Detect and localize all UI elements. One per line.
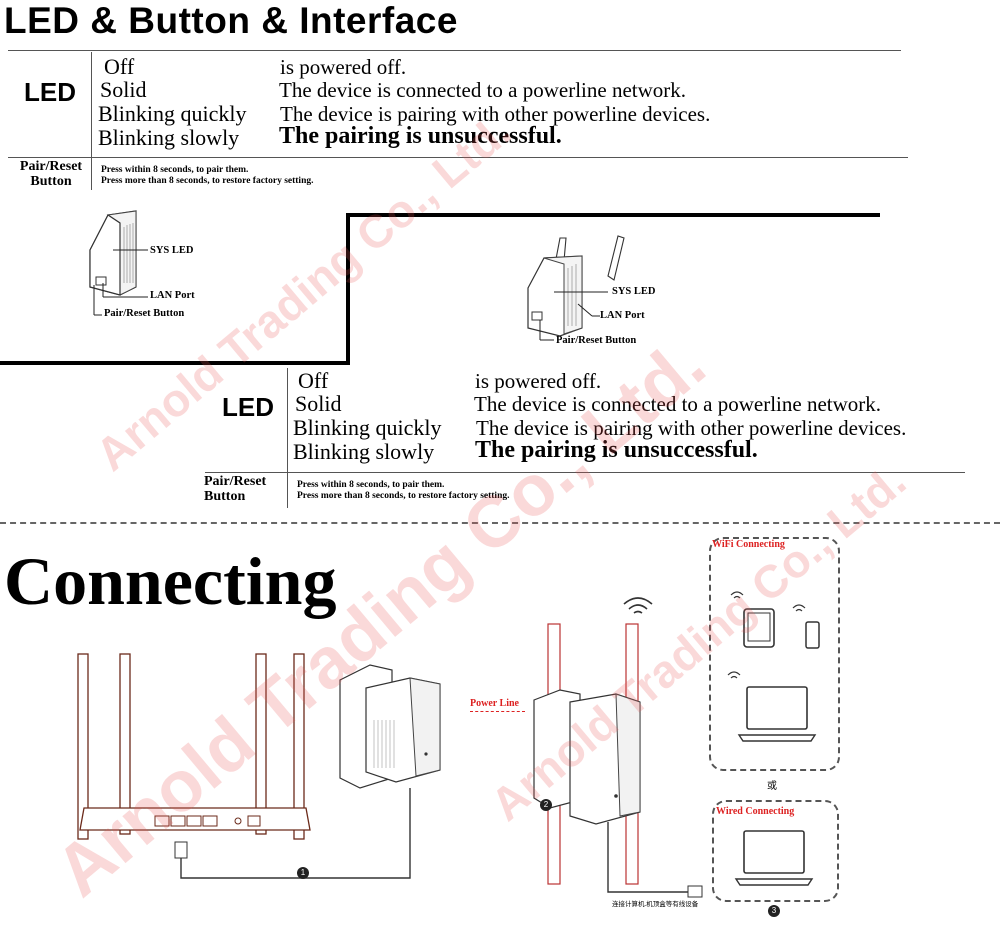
table-column-divider [91,52,92,190]
table2-column-divider [287,368,288,508]
led2-state-solid: Solid [295,391,342,416]
led-desc-blink-slow: The pairing is unsuccessful. [279,123,562,149]
router-diagram [77,653,311,840]
led2-desc-off: is powered off. [475,369,602,393]
led-state-solid: Solid [100,77,147,102]
callout-sys-led-small: SYS LED [150,245,194,256]
led-label-2: LED [222,392,274,422]
pair-reset2-line-1: Press within 8 seconds, to pair them. [297,480,445,490]
wifi-connecting-box [709,537,840,771]
pair-reset2-line-2: Press more than 8 seconds, to restore fa… [297,491,510,501]
ethernet-cable-1 [174,788,411,879]
smartphone-icon [792,604,820,649]
section-dashed-separator [0,522,1000,524]
section-title-connecting: Connecting [4,543,337,619]
power-line-underline [470,711,525,712]
pair-reset-label: Pair/Reset Button [19,159,83,189]
led-desc-off: is powered off. [280,55,407,79]
pair-reset-label-2: Pair/Reset Button [204,474,267,504]
led-label: LED [24,77,76,107]
callout-sys-led-extender: SYS LED [612,286,656,297]
led2-desc-blink-fast: The device is pairing with other powerli… [476,416,907,440]
led2-state-off: Off [298,368,329,393]
table2-row-rule [205,472,965,473]
wired-connecting-box [712,800,839,902]
table-top-rule [8,50,901,51]
led-state-blink-fast: Blinking quickly [98,101,247,126]
wifi-signal-icon [623,597,653,614]
step-1-marker: 1 [297,867,309,879]
stepped-divider [0,213,880,365]
step-2-marker: 2 [540,799,552,811]
wall-adapter-diagram [339,664,441,789]
led2-state-blink-fast: Blinking quickly [293,415,442,440]
callout-pair-reset-extender: Pair/Reset Button [556,335,637,346]
led-desc-blink-fast: The device is pairing with other powerli… [280,102,711,126]
led-state-blink-slow: Blinking slowly [98,125,240,150]
led2-state-blink-slow: Blinking slowly [293,439,435,464]
led2-desc-solid: The device is connected to a powerline n… [474,392,882,416]
cable-caption: 连接计算机.机顶盒等有线设备 [612,901,699,908]
powerline-adapter-diagram [89,210,148,316]
power-line-label: Power Line [470,698,519,709]
or-label: 或 [767,781,777,792]
laptop-wired-icon [734,830,814,886]
wifi-extender-diagram [527,235,625,341]
extender-with-antennas-diagram [533,623,641,885]
pair-reset-line-2: Press more than 8 seconds, to restore fa… [101,176,314,186]
callout-lan-port-extender: LAN Port [600,310,645,321]
ethernet-cable-2 [607,822,703,898]
wifi-connecting-label: WiFi Connecting [712,539,785,550]
led-desc-solid: The device is connected to a powerline n… [279,78,687,102]
section-title-led-button-interface: LED & Button & Interface [4,0,458,41]
laptop-wifi-icon [727,671,817,742]
led2-desc-blink-slow: The pairing is unsuccessful. [475,437,758,463]
tablet-icon [730,591,775,648]
callout-lan-port-small: LAN Port [150,290,195,301]
wired-connecting-label: Wired Connecting [716,806,795,817]
pair-reset-line-1: Press within 8 seconds, to pair them. [101,165,249,175]
callout-pair-reset-small: Pair/Reset Button [104,308,185,319]
led-state-off: Off [104,54,135,79]
step-3-marker: 3 [768,905,780,917]
table-row-rule [8,157,908,158]
